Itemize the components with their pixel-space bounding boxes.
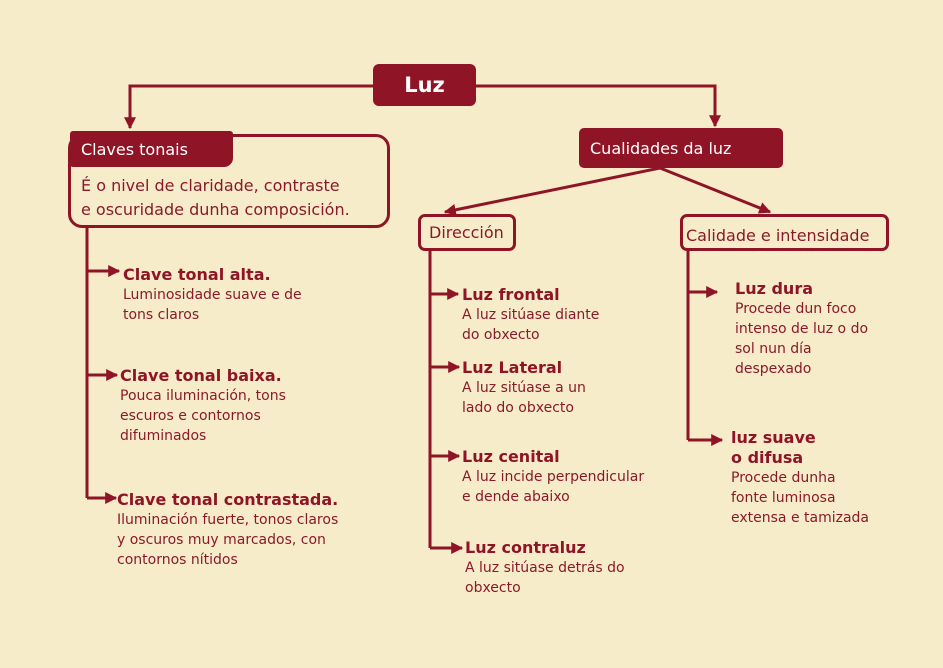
claves-description: É o nivel de claridade, contraste e oscu… (81, 176, 350, 219)
claves-label-box: Claves tonais (70, 131, 233, 167)
direccion-node: Dirección (418, 214, 516, 251)
claves-item-2: Clave tonal baixa. Pouca iluminación, to… (120, 366, 286, 446)
calidade-item-1-text: Procede dun foco intenso de luz o do sol… (735, 301, 869, 377)
direccion-item-4-text: A luz sitúase detrás do obxecto (465, 560, 625, 596)
calidade-item-1-title: Luz dura (735, 279, 813, 298)
calidade-label: Calidade e intensidade (686, 226, 870, 245)
direccion-item-1-text: A luz sitúase diante do obxecto (462, 307, 600, 343)
direccion-item-1-title: Luz frontal (462, 285, 560, 304)
calidade-item-1: Luz dura Procede dun foco intenso de luz… (735, 279, 868, 379)
connector-root-cualidades (476, 84, 721, 128)
claves-item-1-title: Clave tonal alta. (123, 265, 271, 284)
claves-item-2-title: Clave tonal baixa. (120, 366, 282, 385)
calidade-item-2-text: Procede dunha fonte luminosa extensa e t… (731, 470, 870, 526)
direccion-item-3: Luz cenital A luz incide perpendicular e… (462, 447, 644, 507)
claves-item-3-title: Clave tonal contrastada. (117, 490, 339, 509)
claves-label: Claves tonais (81, 139, 188, 159)
cualidades-node: Cualidades da luz (579, 128, 783, 168)
connector-root-claves (124, 84, 373, 130)
direccion-item-2-text: A luz sitúase a un lado do obxecto (462, 380, 586, 416)
direccion-item-4: Luz contraluz A luz sitúase detrás do ob… (465, 538, 625, 598)
direccion-item-2: Luz Lateral A luz sitúase a un lado do o… (462, 358, 586, 418)
direccion-label: Dirección (429, 223, 504, 242)
cualidades-label: Cualidades da luz (590, 138, 732, 158)
claves-item-3: Clave tonal contrastada. Iluminación fue… (117, 490, 338, 570)
claves-item-3-text: Iluminación fuerte, tonos claros y oscur… (117, 512, 339, 568)
direccion-item-4-title: Luz contraluz (465, 538, 586, 557)
claves-item-2-text: Pouca iluminación, tons escuros e contor… (120, 388, 286, 444)
direccion-item-1: Luz frontal A luz sitúase diante do obxe… (462, 285, 599, 345)
connector-cualidades-direccion (443, 166, 661, 216)
calidade-node: Calidade e intensidade (680, 214, 889, 251)
direccion-item-2-title: Luz Lateral (462, 358, 563, 377)
root-node: Luz (373, 64, 476, 106)
direccion-item-3-text: A luz incide perpendicular e dende abaix… (462, 469, 645, 505)
claves-item-1: Clave tonal alta. Luminosidade suave e d… (123, 265, 302, 325)
direccion-item-3-title: Luz cenital (462, 447, 560, 466)
connector-cualidades-calidade (659, 166, 772, 214)
root-label: Luz (404, 73, 445, 97)
claves-item-1-text: Luminosidade suave e de tons claros (123, 287, 302, 323)
calidade-item-2-title: luz suave o difusa (731, 428, 816, 467)
calidade-item-2: luz suave o difusa Procede dunha fonte l… (731, 428, 869, 528)
